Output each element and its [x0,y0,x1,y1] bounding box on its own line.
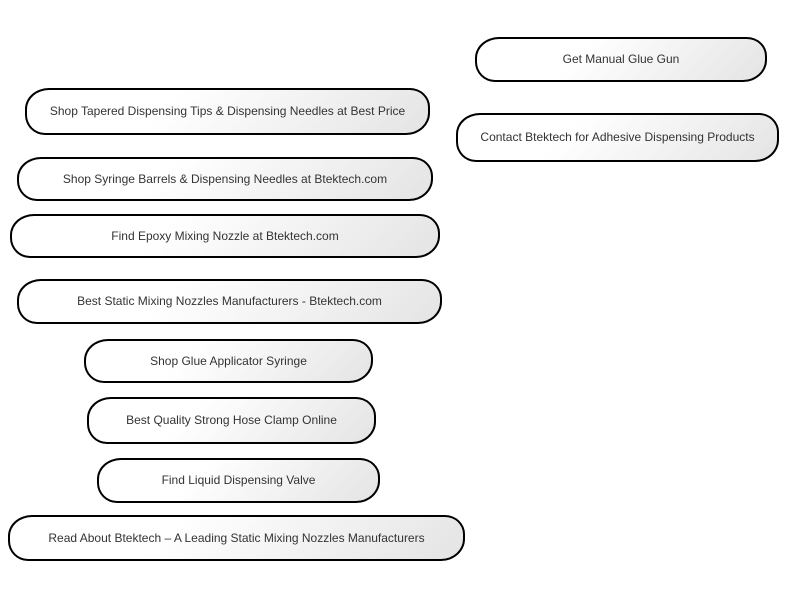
diagram-node-best-static-mixing-nozzles[interactable]: Best Static Mixing Nozzles Manufacturers… [17,279,442,324]
diagram-node-label: Find Epoxy Mixing Nozzle at Btektech.com [111,228,339,243]
diagram-node-read-about-btektech[interactable]: Read About Btektech – A Leading Static M… [8,515,465,561]
diagram-node-label: Shop Glue Applicator Syringe [150,353,307,368]
diagram-node-find-epoxy-mixing-nozzle[interactable]: Find Epoxy Mixing Nozzle at Btektech.com [10,214,440,258]
diagram-node-label: Read About Btektech – A Leading Static M… [48,530,425,545]
diagram-node-label: Contact Btektech for Adhesive Dispensing… [480,130,755,145]
diagram-node-find-liquid-dispensing-valve[interactable]: Find Liquid Dispensing Valve [97,458,380,503]
diagram-node-shop-glue-applicator-syringe[interactable]: Shop Glue Applicator Syringe [84,339,373,383]
diagram-node-label: Shop Syringe Barrels & Dispensing Needle… [62,171,388,186]
diagram-node-label: Find Liquid Dispensing Valve [161,473,316,488]
diagram-node-get-manual-glue-gun[interactable]: Get Manual Glue Gun [475,37,767,82]
diagram-node-label: Best Quality Strong Hose Clamp Online [126,413,337,428]
diagram-node-contact-btektech[interactable]: Contact Btektech for Adhesive Dispensing… [456,113,779,162]
diagram-node-label: Best Static Mixing Nozzles Manufacturers… [77,294,382,309]
diagram-node-best-quality-hose-clamp[interactable]: Best Quality Strong Hose Clamp Online [87,397,376,444]
diagram-node-shop-syringe-barrels[interactable]: Shop Syringe Barrels & Dispensing Needle… [17,157,433,201]
diagram-node-label: Get Manual Glue Gun [562,52,680,67]
diagram-node-label: Shop Tapered Dispensing Tips & Dispensin… [49,104,406,119]
diagram-node-shop-tapered-dispensing-tips[interactable]: Shop Tapered Dispensing Tips & Dispensin… [25,88,430,135]
